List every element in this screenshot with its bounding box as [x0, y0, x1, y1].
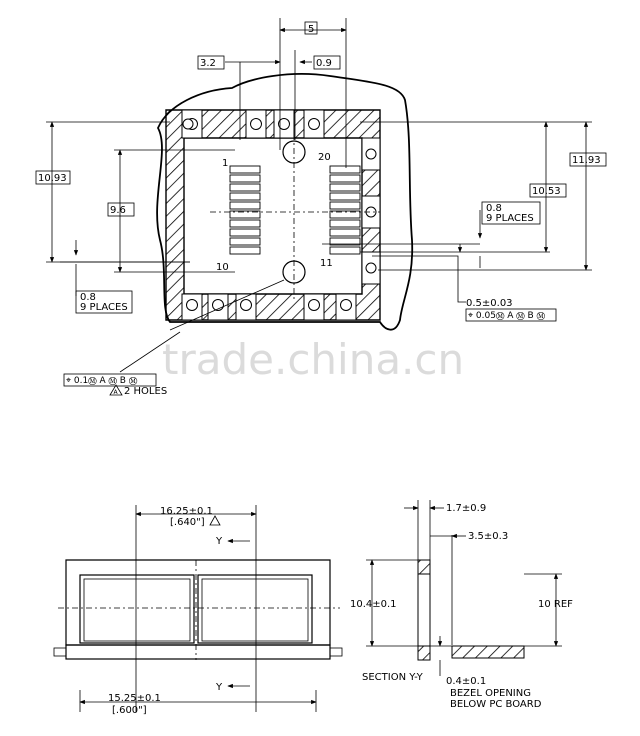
- note-left-9-places: 9 PLACES: [80, 302, 128, 313]
- watermark: trade.china.cn: [162, 335, 464, 384]
- dim-3-5-label: 3.5±0.3: [468, 531, 508, 542]
- warning-triangle-icon: [209, 515, 221, 526]
- pin-1-label: 1: [222, 158, 228, 169]
- dim-3-2-label: 3.2: [200, 58, 216, 69]
- pin-row-right: [329, 165, 361, 255]
- breakline-outline: [156, 73, 414, 331]
- holes-note: 2 HOLES: [124, 386, 167, 397]
- note-right-0-8: 0.8: [486, 203, 502, 214]
- note-right-9-places: 9 PLACES: [486, 213, 534, 224]
- dim-5-label: 5: [308, 24, 314, 35]
- dim-16-25-label: 16.25±0.1: [160, 506, 213, 517]
- dim-0-9-label: 0.9: [316, 58, 332, 69]
- dim-10-93-label: 10.93: [38, 173, 67, 184]
- dim-0-4-label: 0.4±0.1: [446, 676, 486, 687]
- dim-640-label: [.640"]: [170, 517, 205, 528]
- fcf-left: ⌖ 0.1Ⓜ A Ⓜ B Ⓜ: [66, 376, 138, 386]
- note-left-0-8: 0.8: [80, 292, 96, 303]
- note-below-pc-board: BELOW PC BOARD: [450, 699, 542, 710]
- window-right: [197, 574, 313, 644]
- dim-15-25-label: 15.25±0.1: [108, 693, 161, 704]
- front-view: 16.25±0.1 [.640"] Y Y 15.25±0.1 [.600"]: [53, 505, 343, 716]
- warning-triangle-icon: [109, 384, 123, 396]
- dim-10-4-label: 10.4±0.1: [350, 599, 397, 610]
- pc-board: [451, 645, 525, 659]
- bezel-wall-top: [417, 559, 431, 575]
- pin-20-label: 20: [318, 152, 331, 163]
- window-left: [79, 574, 195, 644]
- fcf-right: ⌖ 0.05Ⓜ A Ⓜ B Ⓜ: [468, 311, 546, 321]
- bezel-wall: [417, 573, 431, 647]
- note-bezel-opening: BEZEL OPENING: [450, 688, 531, 699]
- pin-11-label: 11: [320, 258, 333, 269]
- bezel-wall-bottom: [417, 645, 431, 661]
- datum-a-label: A: [114, 389, 119, 396]
- dim-10-53-label: 10.53: [532, 186, 561, 197]
- section-y-top-label: Y: [215, 536, 223, 547]
- dim-9-6-label: 9.6: [110, 205, 126, 216]
- dim-600-label: [.600"]: [112, 705, 147, 716]
- dim-1-7-label: 1.7±0.9: [446, 503, 486, 514]
- tol-0-5-label: 0.5±0.03: [466, 298, 513, 309]
- top-view: 1 20 10 11 5 3.2 0.9 10.93 9.6: [35, 18, 607, 397]
- section-y-bottom-label: Y: [215, 682, 223, 693]
- base-plate: [65, 644, 331, 660]
- section-label: SECTION Y-Y: [362, 672, 424, 683]
- pin-10-label: 10: [216, 262, 229, 273]
- pin-row-left: [229, 165, 261, 255]
- dim-10-ref-label: 10 REF: [538, 599, 573, 610]
- section-view: 1.7±0.9 3.5±0.3 10.4±0.1 10 REF 0.4±0.1 …: [350, 500, 573, 710]
- dim-11-93-label: 11.93: [572, 155, 601, 166]
